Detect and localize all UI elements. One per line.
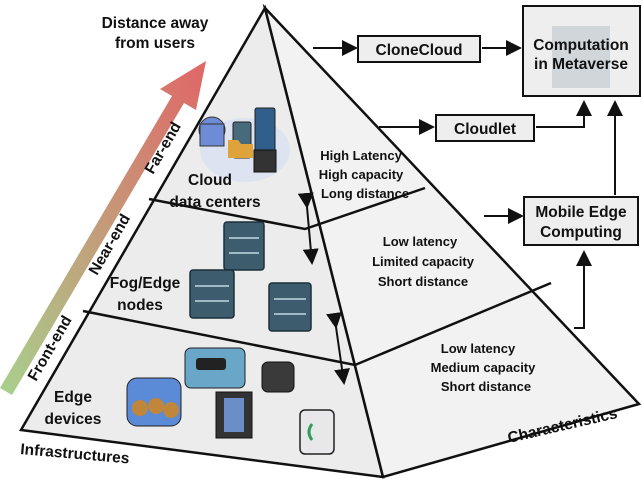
edge-char-3: Short distance: [441, 379, 531, 394]
pyramid-right-face: [262, 3, 642, 479]
cloud-label-line1: Cloud: [188, 172, 232, 189]
cloud-char-2: High capacity: [319, 167, 404, 182]
cloud-datacenter-icon: [198, 107, 290, 182]
computation-metaverse-box: Computation in Metaverse: [522, 5, 641, 97]
edge-label-line2: devices: [45, 411, 102, 428]
fog-char-3: Short distance: [378, 274, 468, 289]
mobile-edge-computing-box: Mobile Edge Computing: [523, 196, 639, 246]
mec-label-line2: Computing: [540, 224, 622, 241]
edge-char-1: Low latency: [441, 341, 516, 356]
clonecloud-box: CloneCloud: [357, 35, 481, 63]
computation-label-line1: Computation: [533, 37, 629, 54]
fog-char-2: Limited capacity: [372, 254, 475, 269]
cloudlet-box: Cloudlet: [435, 114, 535, 142]
building-icon: [552, 26, 610, 88]
edge-char-2: Medium capacity: [431, 360, 537, 375]
fog-server-icon: [189, 221, 312, 332]
fog-char-1: Low latency: [383, 234, 458, 249]
mec-label-line1: Mobile Edge: [535, 204, 627, 221]
layer-divider-middle: [82, 281, 552, 367]
infrastructures-label: Infrastructures: [20, 441, 130, 467]
cloud-char-3: Long distance: [321, 186, 409, 201]
top-label-line2: from users: [115, 35, 195, 52]
cloud-char-1: High Latency: [320, 148, 402, 163]
distance-gradient-arrow: [0, 61, 206, 395]
pyramid: [18, 3, 642, 479]
layer-link-arrows: [297, 192, 350, 385]
cloudlet-label: Cloudlet: [454, 121, 516, 138]
connector-arrows: [313, 40, 623, 329]
edge-label-line1: Edge: [54, 389, 92, 406]
edge-devices-icon: [126, 347, 335, 455]
fog-label-line1: Fog/Edge: [110, 275, 181, 292]
clonecloud-label: CloneCloud: [376, 42, 463, 59]
computation-label-line2: in Metaverse: [534, 56, 628, 73]
fog-label-line2: nodes: [117, 297, 163, 314]
cloud-label-line2: data centers: [169, 194, 260, 211]
top-label-line1: Distance away: [102, 15, 209, 32]
